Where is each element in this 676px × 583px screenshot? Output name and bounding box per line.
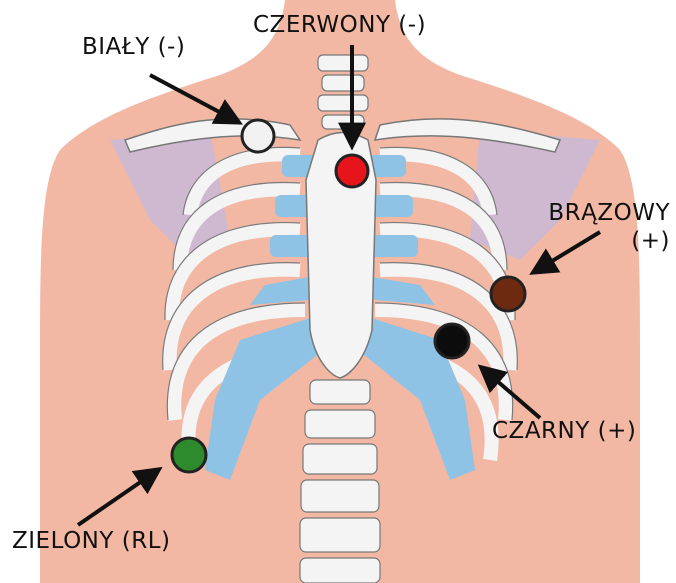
label-brown-line2: (+): [520, 228, 670, 256]
electrode-red: [336, 155, 368, 187]
label-brown-electrode: BRĄZOWY (+): [520, 200, 670, 255]
label-black-electrode: CZARNY (+): [492, 418, 636, 446]
electrode-green: [172, 438, 206, 472]
label-brown-line1: BRĄZOWY: [520, 200, 670, 228]
label-green-electrode: ZIELONY (RL): [12, 528, 170, 556]
electrode-black: [435, 324, 469, 358]
lower-spine: [300, 380, 380, 583]
electrode-brown: [491, 277, 525, 311]
electrode-white: [242, 120, 274, 152]
label-white-electrode: BIAŁY (-): [82, 34, 185, 62]
label-red-electrode: CZERWONY (-): [253, 12, 426, 40]
